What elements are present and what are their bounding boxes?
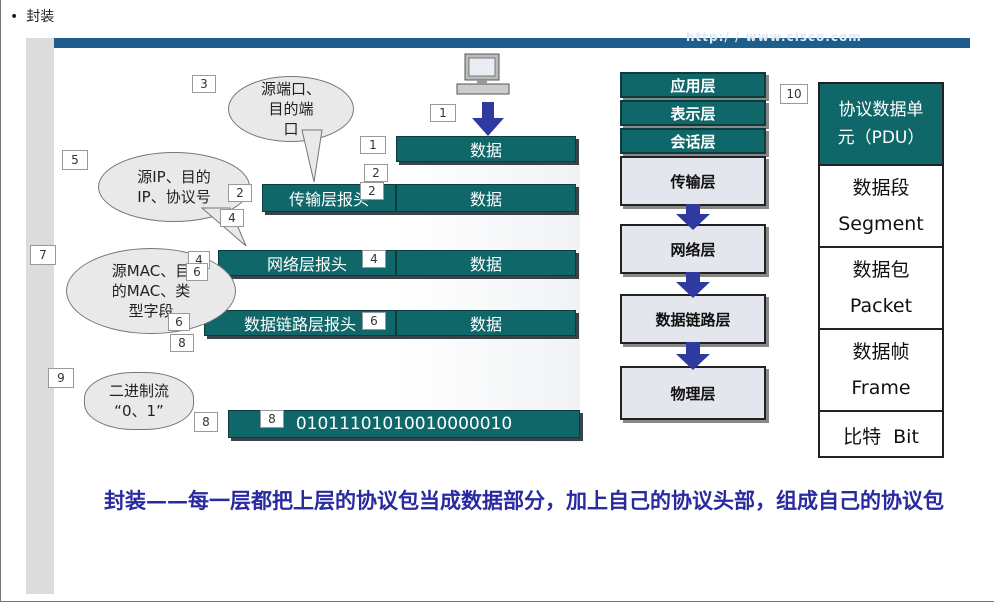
bubble-ports-tail xyxy=(301,129,323,183)
datalink-header-block: 数据链路层报头 xyxy=(204,310,396,336)
watermark-url: http:/ / www.cisco.com xyxy=(686,30,862,44)
osi-arrow-2-icon xyxy=(676,272,710,298)
num-box-3: 3 xyxy=(192,75,216,93)
num-box-6c: 6 xyxy=(362,312,386,330)
bubble-ports-line1: 源端口、 xyxy=(260,80,321,98)
osi-datalink: 数据链路层 xyxy=(620,294,766,344)
pdu-packet: 数据包 Packet xyxy=(820,246,942,328)
osi-arrow-3-icon xyxy=(676,342,710,370)
bubble-mac-line1: 源MAC、目 xyxy=(111,262,191,280)
pdu-bit: 比特 Bit xyxy=(820,410,942,462)
encapsulation-caption: 封装——每一层都把上层的协议包当成数据部分，加上自己的协议头部，组成自己的协议包 xyxy=(104,488,944,513)
slide-top-bar xyxy=(54,38,970,48)
osi-application: 应用层 xyxy=(620,72,766,98)
data-block-network: 数据 xyxy=(396,250,576,276)
bubble-ip-line2: IP、协议号 xyxy=(137,188,211,206)
pdu-header: 协议数据单 元（PDU） xyxy=(820,84,942,164)
num-box-10: 10 xyxy=(780,84,808,104)
down-arrow-icon xyxy=(472,102,504,136)
pdu-table: 协议数据单 元（PDU） 数据段 Segment 数据包 Packet 数据帧 … xyxy=(818,82,944,458)
bubble-ports: 源端口、 目的端 口 xyxy=(228,76,354,142)
bitstream-block: 01011101010010000010 xyxy=(228,410,580,438)
bubble-ports-line2: 目的端 xyxy=(268,100,314,118)
num-box-1b: 1 xyxy=(360,136,386,154)
num-box-4a: 4 xyxy=(220,209,244,227)
pdu-header-line2: 元（PDU） xyxy=(837,128,925,148)
num-box-8b: 8 xyxy=(194,412,218,432)
num-box-6b: 6 xyxy=(168,313,190,331)
num-box-7: 7 xyxy=(30,245,56,265)
osi-session: 会话层 xyxy=(620,128,766,154)
osi-network: 网络层 xyxy=(620,224,766,274)
pdu-frame-en: Frame xyxy=(851,377,911,399)
bullet-item-encapsulation: 封装 xyxy=(10,6,54,26)
num-box-2c: 2 xyxy=(228,184,252,202)
bubble-binary: 二进制流 “0、1” xyxy=(84,372,194,430)
num-box-1a: 1 xyxy=(430,104,456,122)
osi-presentation: 表示层 xyxy=(620,100,766,126)
data-block-app: 数据 xyxy=(396,136,576,162)
num-box-8c: 8 xyxy=(260,410,284,428)
data-block-datalink: 数据 xyxy=(396,310,576,336)
bubble-ip-line1: 源IP、目的 xyxy=(137,168,211,186)
pdu-frame: 数据帧 Frame xyxy=(820,328,942,410)
num-box-8a: 8 xyxy=(170,334,194,352)
bubble-mac: 源MAC、目 的MAC、类 型字段 xyxy=(66,248,236,334)
bubble-ip-tail xyxy=(200,207,247,247)
osi-arrow-1-icon xyxy=(676,204,710,230)
bubble-mac-line3: 型字段 xyxy=(128,302,174,320)
num-box-4c: 4 xyxy=(362,250,386,268)
num-box-5: 5 xyxy=(62,150,88,170)
num-box-2b: 2 xyxy=(360,182,384,200)
osi-transport: 传输层 xyxy=(620,156,766,206)
computer-icon xyxy=(456,53,510,95)
data-block-transport: 数据 xyxy=(396,184,576,212)
pdu-bit-zh: 比特 xyxy=(843,426,882,448)
bubble-ports-line3: 口 xyxy=(283,120,299,138)
pdu-packet-en: Packet xyxy=(849,295,913,317)
bubble-binary-line2: “0、1” xyxy=(114,402,164,420)
slide-left-margin xyxy=(26,38,54,594)
pdu-segment: 数据段 Segment xyxy=(820,164,942,246)
num-box-6a: 6 xyxy=(186,263,208,281)
pdu-segment-en: Segment xyxy=(838,213,924,235)
pdu-header-line1: 协议数据单 xyxy=(838,100,924,120)
pdu-packet-zh: 数据包 xyxy=(852,259,910,281)
num-box-9: 9 xyxy=(48,368,74,388)
pdu-frame-zh: 数据帧 xyxy=(852,341,910,363)
pdu-bit-en: Bit xyxy=(893,426,919,448)
bubble-mac-line2: 的MAC、类 xyxy=(111,282,191,300)
pdu-segment-zh: 数据段 xyxy=(852,177,910,199)
osi-physical: 物理层 xyxy=(620,366,766,420)
num-box-2a: 2 xyxy=(364,164,388,182)
bubble-binary-line1: 二进制流 xyxy=(108,382,169,400)
